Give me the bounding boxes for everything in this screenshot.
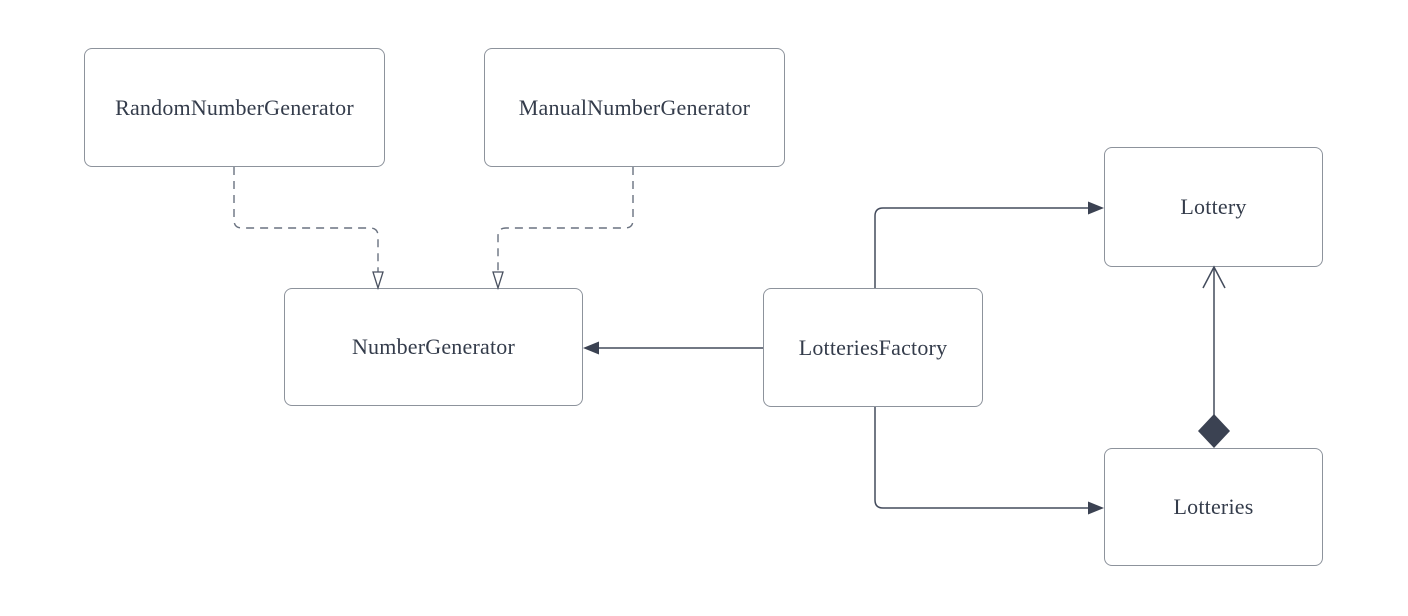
hollow-triangle-arrowhead-icon [372, 271, 384, 291]
class-node-label: Lotteries [1173, 494, 1254, 519]
class-node-lottery[interactable]: Lottery [1104, 147, 1323, 267]
hollow-triangle-arrowhead-icon [492, 271, 504, 291]
composition-diamond-icon [1198, 414, 1230, 448]
class-node-label: ManualNumberGenerator [518, 94, 751, 120]
edge-composition-lotteries-to-lottery [1198, 265, 1230, 448]
class-node-label: RandomNumberGenerator [115, 94, 354, 120]
class-node-label: NumberGenerator [351, 334, 516, 359]
edge-realization-random-to-numbergenerator [233, 167, 384, 291]
edge-association-factory-to-lottery [874, 201, 1104, 288]
class-node-label: Lottery [1180, 194, 1247, 219]
filled-triangle-arrowhead-icon [1088, 501, 1104, 515]
edge-realization-manual-to-numbergenerator [492, 167, 634, 291]
open-arrowhead-icon [1202, 265, 1226, 289]
class-node-label: LotteriesFactory [798, 334, 948, 360]
edge-association-factory-to-lotteries [874, 407, 1104, 515]
class-node-lotteries-factory[interactable]: LotteriesFactory [763, 288, 983, 407]
class-node-lotteries[interactable]: Lotteries [1104, 448, 1323, 566]
filled-triangle-arrowhead-icon [1088, 201, 1104, 215]
class-node-random-number-generator[interactable]: RandomNumberGenerator [84, 48, 385, 167]
class-node-manual-number-generator[interactable]: ManualNumberGenerator [484, 48, 785, 167]
filled-triangle-arrowhead-icon [583, 341, 599, 355]
edge-association-factory-to-numbergenerator [583, 341, 763, 355]
class-node-number-generator[interactable]: NumberGenerator [284, 288, 583, 406]
